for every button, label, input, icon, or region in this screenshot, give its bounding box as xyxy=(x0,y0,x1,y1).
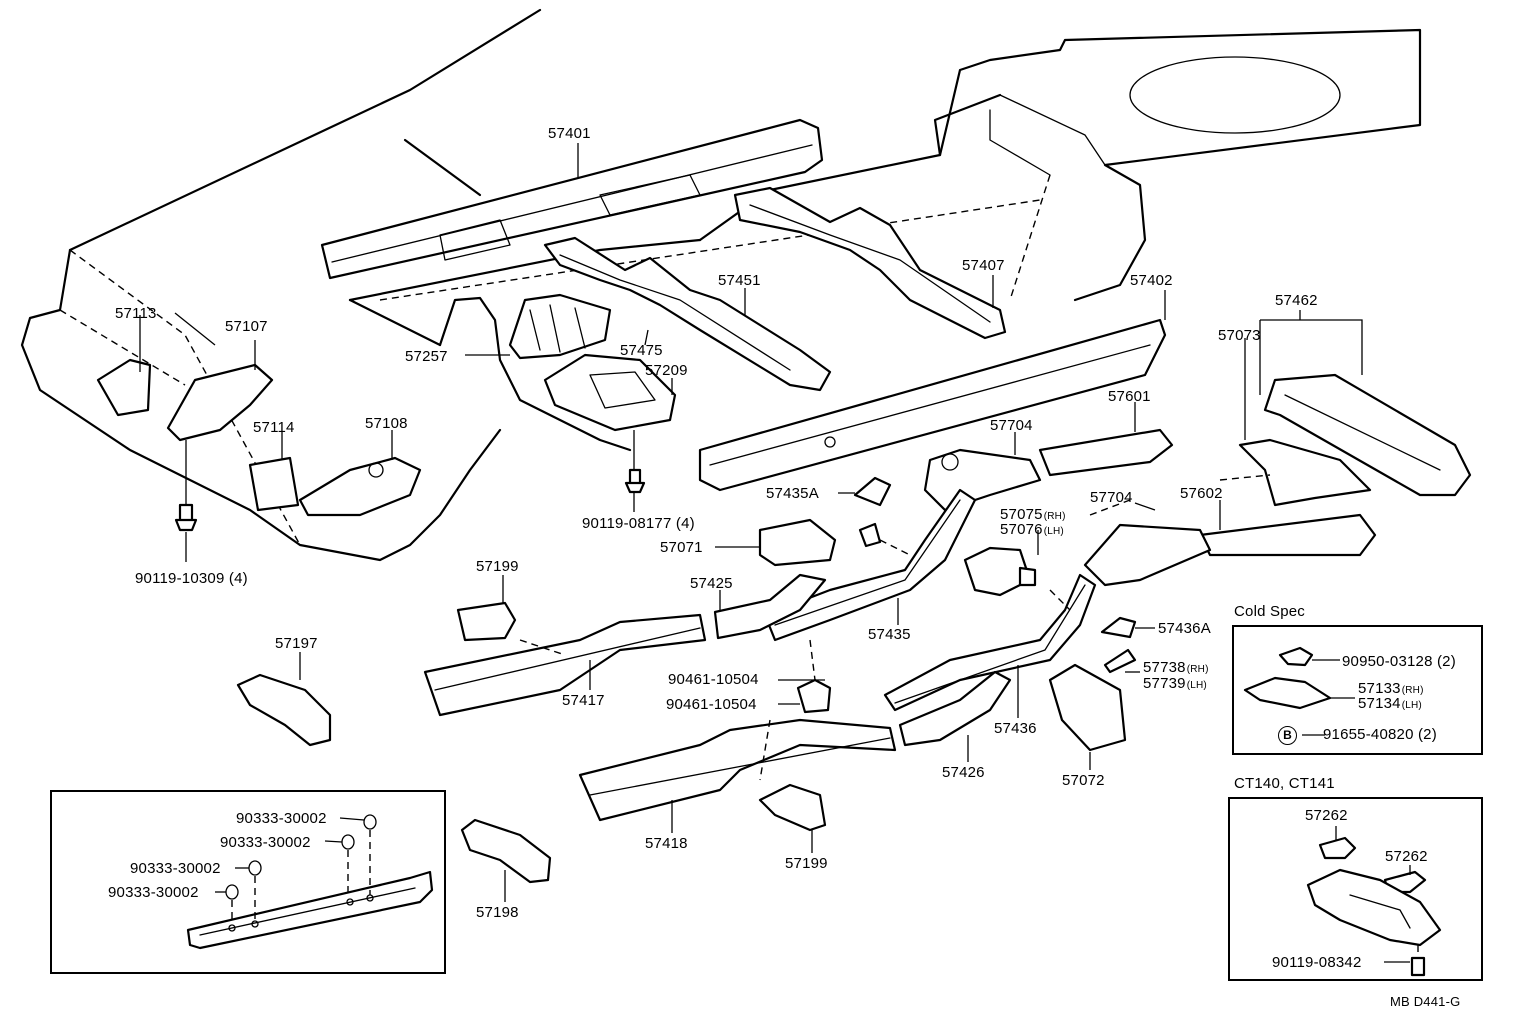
label-57076-num: 57076 xyxy=(1000,521,1043,538)
label-57425: 57425 xyxy=(690,575,733,592)
rail-57704a xyxy=(923,448,1042,512)
inset-box-plugs xyxy=(50,790,446,974)
label-57738-num: 57738 xyxy=(1143,659,1186,676)
b-symbol-icon: B xyxy=(1278,726,1297,745)
label-57426: 57426 xyxy=(942,764,985,781)
label-57075: 57075(RH) xyxy=(1000,507,1066,522)
cold-spec-item3: 57134(LH) xyxy=(1358,696,1422,711)
label-57435A: 57435A xyxy=(766,485,819,502)
label-57435: 57435 xyxy=(868,626,911,643)
label-90461-10504-b: 90461-10504 xyxy=(666,696,757,713)
cold-spec-title: Cold Spec xyxy=(1234,603,1306,620)
cold-spec-item3-sub: (LH) xyxy=(1401,700,1422,711)
label-57108: 57108 xyxy=(365,415,408,432)
loose-parts xyxy=(236,673,827,884)
cold-spec-item2-num: 57133 xyxy=(1358,680,1401,697)
label-57107: 57107 xyxy=(225,318,268,335)
label-57436: 57436 xyxy=(994,720,1037,737)
label-57199-b: 57199 xyxy=(785,855,828,872)
rail-57418 xyxy=(578,718,897,822)
cold-spec-item2: 57133(RH) xyxy=(1358,681,1424,696)
pan-57209 xyxy=(543,353,677,432)
label-57475: 57475 xyxy=(620,342,663,359)
label-57417: 57417 xyxy=(562,692,605,709)
label-57739-num: 57739 xyxy=(1143,675,1186,692)
label-57209: 57209 xyxy=(645,362,688,379)
small-brackets xyxy=(456,476,1137,752)
cold-spec-item1: 90950-03128 (2) xyxy=(1342,653,1456,670)
label-57401: 57401 xyxy=(548,125,591,142)
label-57198: 57198 xyxy=(476,904,519,921)
label-57075-sub: (RH) xyxy=(1043,511,1066,522)
ct-item2: 57262 xyxy=(1385,848,1428,865)
label-57739: 57739(LH) xyxy=(1143,676,1207,691)
label-57704-a: 57704 xyxy=(990,417,1033,434)
label-57072: 57072 xyxy=(1062,772,1105,789)
cold-spec-art xyxy=(1243,646,1355,736)
cold-spec-item4-text: 91655-40820 (2) xyxy=(1323,726,1437,744)
label-90333-30002-1: 90333-30002 xyxy=(236,810,327,827)
label-57601: 57601 xyxy=(1108,388,1151,405)
inset-plugs xyxy=(186,814,434,950)
rail-57417 xyxy=(423,613,707,717)
rail-57436 xyxy=(883,573,1097,712)
rail-57601 xyxy=(1038,428,1174,477)
label-57602: 57602 xyxy=(1180,485,1223,502)
label-57257: 57257 xyxy=(405,348,448,365)
ct-box-title: CT140, CT141 xyxy=(1234,775,1335,792)
label-57407: 57407 xyxy=(962,257,1005,274)
label-57073: 57073 xyxy=(1218,327,1261,344)
dash-connectors xyxy=(519,474,1271,781)
label-57113: 57113 xyxy=(115,305,157,322)
brackets-front xyxy=(96,358,422,517)
bracket-57073 xyxy=(1238,438,1372,507)
label-57076: 57076(LH) xyxy=(1000,522,1064,537)
label-57462: 57462 xyxy=(1275,292,1318,309)
label-57418: 57418 xyxy=(645,835,688,852)
label-57114: 57114 xyxy=(253,419,295,436)
label-57739-sub: (LH) xyxy=(1186,680,1207,691)
label-57451: 57451 xyxy=(718,272,761,289)
ct-item3: 90119-08342 xyxy=(1272,954,1362,971)
bolts xyxy=(174,430,1426,977)
cold-spec-item4: B 91655-40820 (2) xyxy=(1278,726,1437,745)
label-57704-b: 57704 xyxy=(1090,489,1133,506)
rail-57401 xyxy=(320,118,824,280)
label-90119-10309: 90119-10309 (4) xyxy=(135,570,248,587)
rocker-57402 xyxy=(698,318,1167,492)
cold-spec-item2-sub: (RH) xyxy=(1401,685,1424,696)
label-57436A: 57436A xyxy=(1158,620,1211,637)
label-57197: 57197 xyxy=(275,635,318,652)
ct-box xyxy=(1228,797,1483,981)
brace-57257 xyxy=(508,293,612,360)
label-57402: 57402 xyxy=(1130,272,1173,289)
label-90461-10504-a: 90461-10504 xyxy=(668,671,759,688)
label-90333-30002-3: 90333-30002 xyxy=(130,860,221,877)
label-57199-a: 57199 xyxy=(476,558,519,575)
crossmember-57407 xyxy=(733,186,1007,340)
rail-57602 xyxy=(1198,513,1377,557)
rail-57425 xyxy=(713,573,827,640)
rail-57426 xyxy=(898,670,1012,747)
ct-art xyxy=(1306,826,1442,963)
label-90119-08177: 90119-08177 (4) xyxy=(582,515,695,532)
label-90333-30002-2: 90333-30002 xyxy=(220,834,311,851)
crossmember-57451 xyxy=(543,236,832,392)
label-57738-sub: (RH) xyxy=(1186,664,1209,675)
cold-spec-item3-num: 57134 xyxy=(1358,695,1401,712)
leader-lines xyxy=(139,143,1363,902)
label-90333-30002-4: 90333-30002 xyxy=(108,884,199,901)
rail-57435 xyxy=(763,488,977,642)
label-57075-num: 57075 xyxy=(1000,506,1043,523)
crossmember-57462 xyxy=(1263,373,1472,497)
rail-57704b xyxy=(1083,523,1212,587)
ct-item1: 57262 xyxy=(1305,807,1348,824)
cold-spec-box xyxy=(1232,625,1483,755)
label-57738: 57738(RH) xyxy=(1143,660,1209,675)
label-57071: 57071 xyxy=(660,539,703,556)
label-57076-sub: (LH) xyxy=(1043,526,1064,537)
diagram-reference-code: MB D441-G xyxy=(1390,994,1461,1009)
